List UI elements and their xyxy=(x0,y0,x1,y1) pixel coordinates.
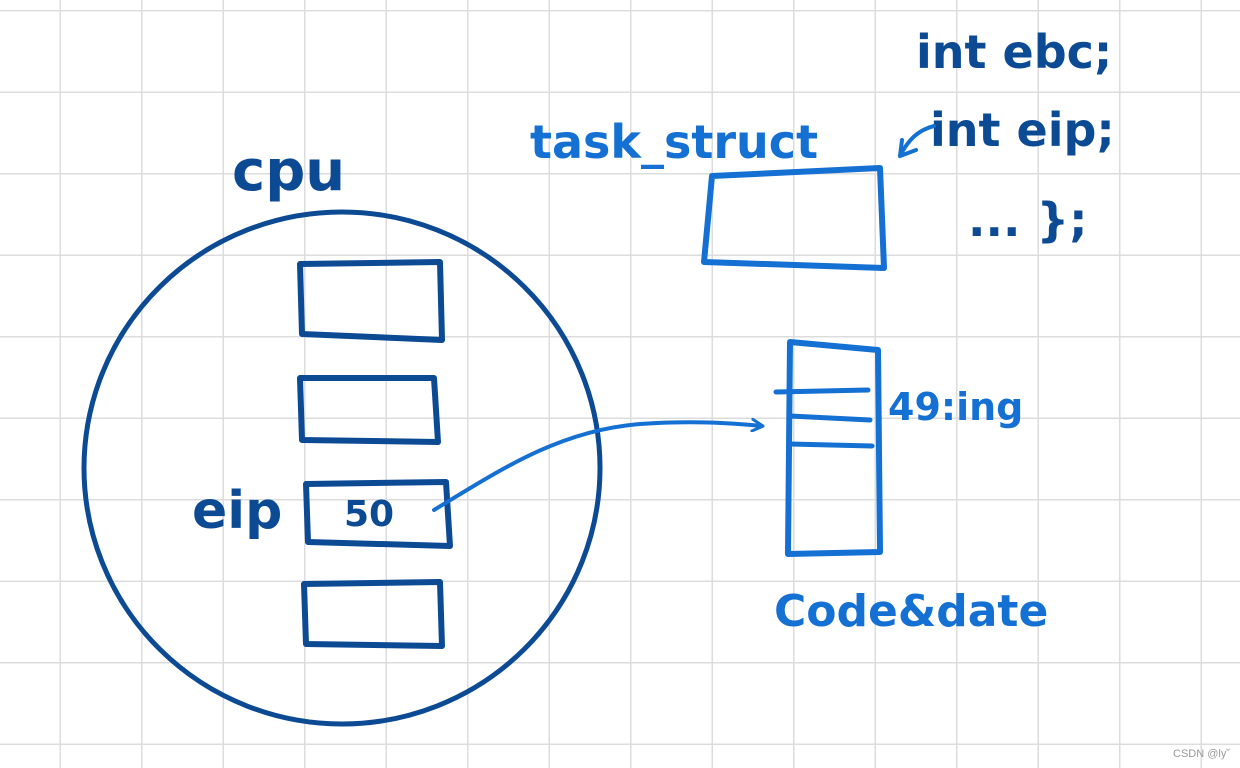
register-box-4 xyxy=(301,579,445,649)
memory-divider-1 xyxy=(773,387,871,395)
watermark: CSDN @ly˘ xyxy=(1173,748,1230,760)
register-box-eip xyxy=(303,479,453,549)
eip-to-memory-arrow xyxy=(432,422,762,512)
register-box-2 xyxy=(297,375,441,445)
code-line-1: int ebc; xyxy=(916,25,1112,79)
code-line-3: ... }; xyxy=(968,193,1088,247)
task-struct-code: int ebc; int eip; ... }; xyxy=(916,25,1115,247)
cpu-label: cpu xyxy=(232,139,345,204)
cpu-registers xyxy=(297,259,453,649)
memory-divider-2 xyxy=(787,413,873,423)
task-struct-box xyxy=(701,165,887,271)
memory-divider-3 xyxy=(787,441,875,449)
memory-address-label: 49:ing xyxy=(888,385,1023,429)
task-struct-pointer-arrowhead xyxy=(898,138,918,158)
eip-register-label: eip xyxy=(192,481,282,541)
memory-label: Code&date xyxy=(774,586,1048,637)
eip-register-value: 50 xyxy=(344,494,394,535)
code-line-2: int eip; xyxy=(930,103,1115,157)
task-struct-label: task_struct xyxy=(530,115,818,169)
register-box-1 xyxy=(297,259,445,343)
memory-column xyxy=(773,339,883,557)
cpu-circle xyxy=(81,209,603,727)
memory-block xyxy=(785,339,883,557)
